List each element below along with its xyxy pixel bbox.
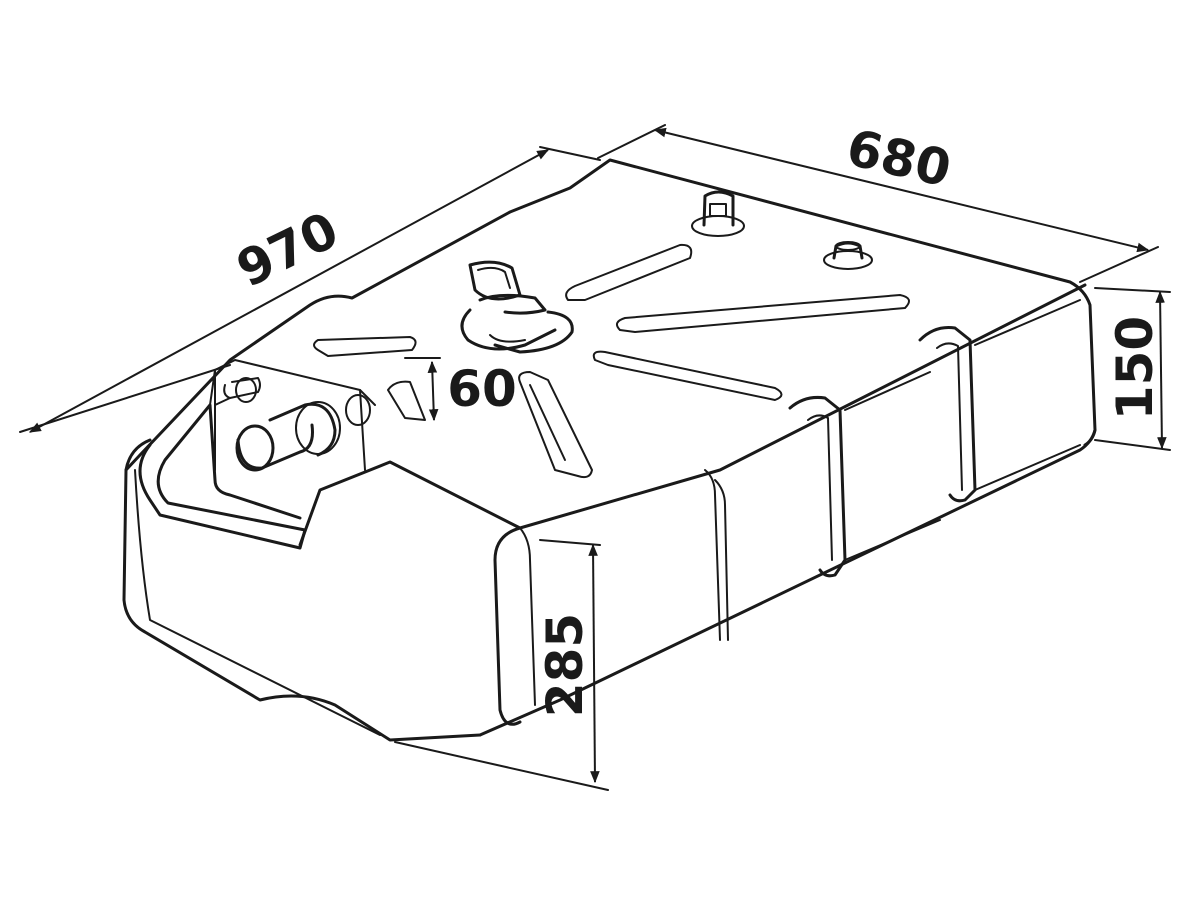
- slot-front: [518, 371, 593, 479]
- fitting-cap-base: [691, 215, 745, 237]
- dim-line-neck: [427, 360, 439, 422]
- side-panels: [704, 299, 1081, 641]
- tank-top-outline: [124, 158, 1097, 472]
- dim-label-height-front: 285: [536, 613, 594, 717]
- dim-label-length: 970: [228, 201, 347, 299]
- fittings: [691, 190, 873, 270]
- slot-upper: [565, 243, 693, 301]
- fitting-vent-base: [823, 250, 873, 270]
- dim-label-neck: 60: [447, 360, 517, 418]
- fitting-cap: [702, 190, 735, 227]
- dim-line-length: [28, 149, 550, 433]
- fitting-cap-slot: [709, 203, 727, 217]
- slot-right: [592, 350, 783, 401]
- tank-front-top-edge: [298, 283, 1087, 547]
- c-clip: [460, 260, 574, 354]
- tank-body: [122, 158, 1097, 742]
- dim-line-width: [653, 127, 1150, 253]
- dim-line-height-front: [588, 543, 600, 784]
- tank-left-end-inner: [134, 469, 381, 736]
- dim-label-height-back: 150: [1106, 316, 1164, 420]
- top-slots: [313, 243, 910, 479]
- outlet-spigot: [214, 377, 371, 472]
- dim-label-width: 680: [841, 118, 956, 198]
- handle-recess: [138, 403, 307, 550]
- dim-line-height-back: [1155, 290, 1167, 450]
- tank-left-end: [122, 468, 482, 742]
- tank-bottom-edge: [478, 428, 1097, 737]
- slot-left: [313, 336, 417, 357]
- dimension-lines: [19, 124, 1171, 791]
- tank-front-corner: [493, 526, 522, 726]
- slot-long: [615, 294, 910, 333]
